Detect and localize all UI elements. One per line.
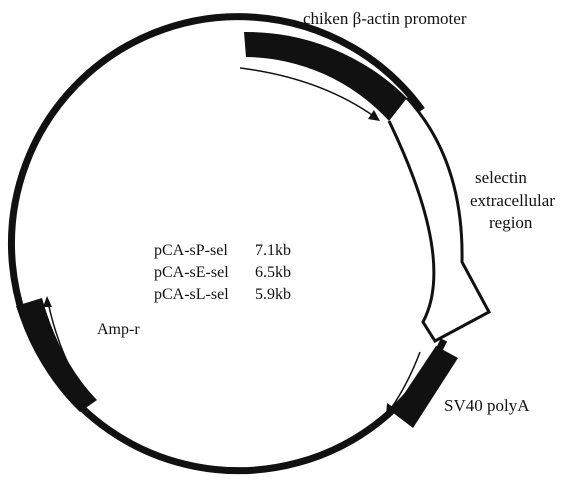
polya-direction-arrow: [389, 351, 421, 411]
promoter-direction-arrow: [239, 67, 376, 118]
promoter-label: chiken β-actin promoter: [303, 9, 467, 28]
polya-label: SV40 polyA: [444, 396, 530, 415]
promoter-direction-arrowhead: [368, 110, 380, 121]
construct-2-name: pCA-sE-sel: [154, 264, 229, 281]
polya-block: [392, 346, 458, 428]
construct-3-size: 5.9kb: [255, 286, 291, 303]
construct-1-size: 7.1kb: [255, 242, 291, 259]
promoter-block: [244, 31, 407, 121]
construct-2-size: 6.5kb: [255, 264, 291, 281]
amp-label: Amp-r: [97, 321, 140, 338]
construct-3-name: pCA-sL-sel: [154, 286, 229, 303]
amp-direction-arrow: [47, 301, 84, 393]
plasmid-backbone: [8, 13, 448, 475]
polya-direction-arrowhead: [386, 403, 396, 415]
selectin-label-line3: region: [489, 213, 533, 232]
selectin-label-line1: selectin: [475, 168, 527, 187]
amp-block: [16, 298, 97, 412]
amp-direction-arrowhead: [43, 296, 52, 307]
selectin-label-line2: extracellular: [470, 191, 555, 210]
construct-1-name: pCA-sP-sel: [154, 242, 228, 259]
selectin-region-arrow: [387, 96, 492, 343]
